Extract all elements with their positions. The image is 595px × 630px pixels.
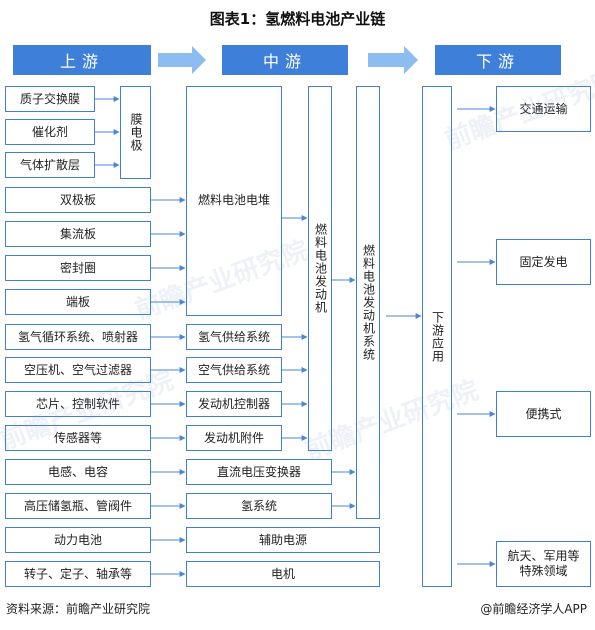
upstream-item-rotor-stator-bearing: 转子、定子、轴承等 xyxy=(5,561,151,587)
subsystem-hydrogen-supply: 氢气供给系统 xyxy=(186,324,282,350)
fuel-cell-engine-box: 燃料电池发动机 xyxy=(308,86,332,451)
upstream-item-air-compressor: 空压机、空气过滤器 xyxy=(5,357,151,383)
header-arrow-1 xyxy=(158,46,206,74)
upstream-item-bipolar-plate: 双极板 xyxy=(5,187,151,213)
membrane-electrode-box: 膜电极 xyxy=(120,86,151,179)
subsystem-engine-controller: 发动机控制器 xyxy=(186,391,282,417)
aux-power-box: 辅助电源 xyxy=(186,527,380,553)
fuel-cell-stack-box: 燃料电池电堆 xyxy=(186,86,282,316)
header-arrow-2 xyxy=(368,46,418,74)
fuel-cell-engine-system-box: 燃料电池发动机系统 xyxy=(356,86,380,519)
upstream-item-catalyst: 催化剂 xyxy=(5,119,95,145)
midstream-header: 中游 xyxy=(222,45,348,75)
downstream-application-box: 下游应用 xyxy=(422,86,452,587)
upstream-item-sensors: 传感器等 xyxy=(5,425,151,451)
motor-box: 电机 xyxy=(186,561,380,587)
application-portable: 便携式 xyxy=(496,391,591,437)
upstream-item-gas-diffusion-layer: 气体扩散层 xyxy=(5,152,95,178)
fuel-cell-stack-label: 燃料电池电堆 xyxy=(197,193,270,207)
application-stationary-power: 固定发电 xyxy=(496,239,591,285)
application-transportation: 交通运输 xyxy=(496,86,591,132)
upstream-item-proton-exchange-membrane: 质子交换膜 xyxy=(5,86,95,112)
downstream-header: 下游 xyxy=(435,45,561,75)
upstream-item-current-collector: 集流板 xyxy=(5,221,151,247)
application-special-fields: 航天、军用等特殊领域 xyxy=(496,541,591,587)
dc-converter-box: 直流电压变换器 xyxy=(186,459,332,485)
upstream-item-end-plate: 端板 xyxy=(5,289,151,315)
source-note: 资料来源：前瞻产业研究院 xyxy=(6,602,151,616)
subsystem-air-supply: 空气供给系统 xyxy=(186,357,282,383)
upstream-item-power-battery: 动力电池 xyxy=(5,527,151,553)
credit-note: @前瞻经济学人APP xyxy=(480,602,587,616)
page-title: 图表1：氢燃料电池产业链 xyxy=(209,10,386,28)
upstream-item-chip-software: 芯片、控制软件 xyxy=(5,391,151,417)
upstream-item-inductor-capacitor: 电感、电容 xyxy=(5,459,151,485)
subsystem-engine-accessories: 发动机附件 xyxy=(186,425,282,451)
upstream-item-seal-ring: 密封圈 xyxy=(5,255,151,281)
upstream-item-hydrogen-tank: 高压储氢瓶、管阀件 xyxy=(5,493,151,519)
upstream-header: 上游 xyxy=(13,45,151,75)
upstream-item-hydrogen-recirculation: 氢气循环系统、喷射器 xyxy=(5,324,151,350)
hydrogen-system-box: 氢系统 xyxy=(186,493,332,519)
